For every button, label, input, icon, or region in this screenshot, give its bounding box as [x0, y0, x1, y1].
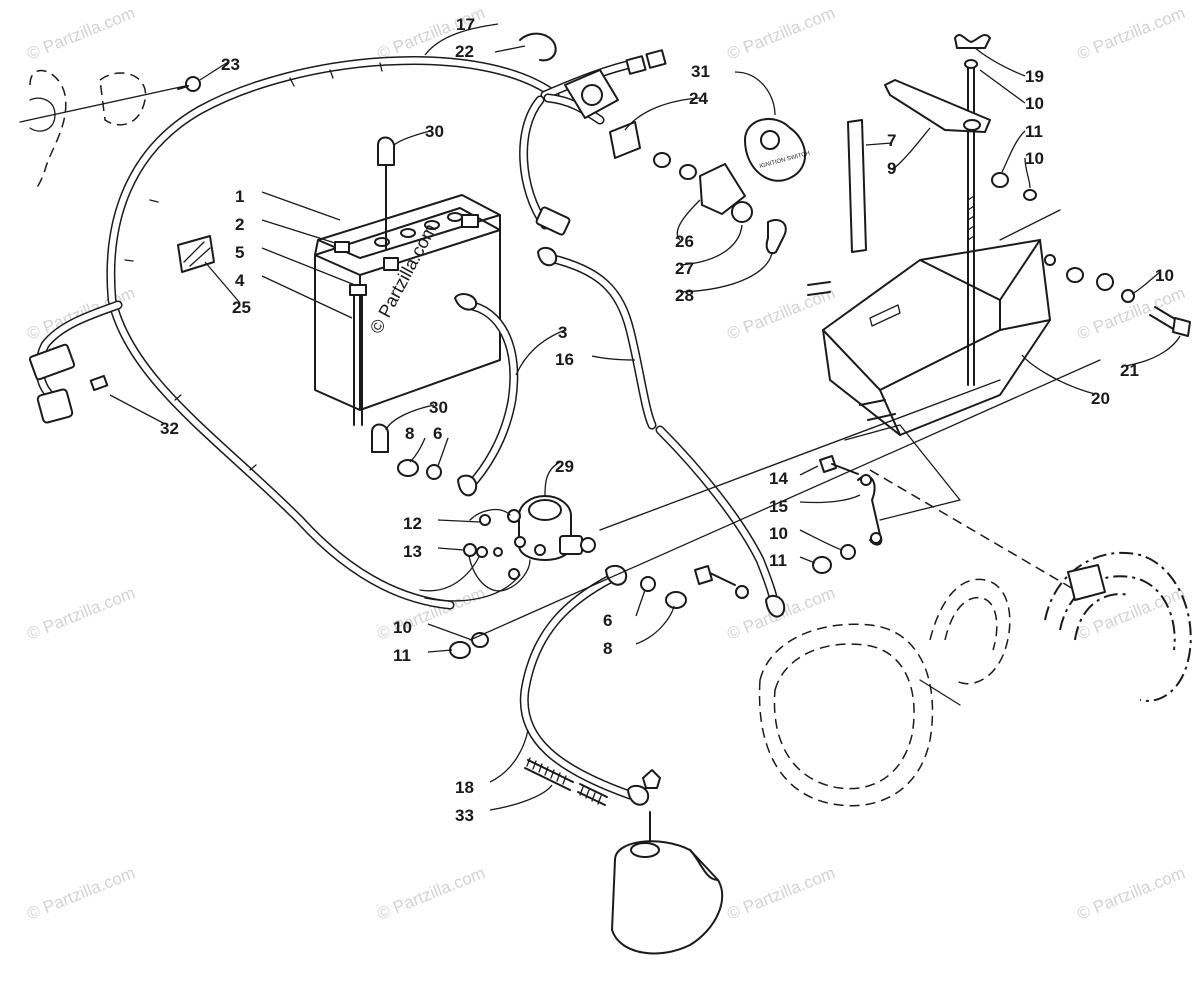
callout-32: 32 — [160, 419, 179, 438]
callout-33: 33 — [455, 806, 474, 825]
battery-box — [807, 239, 1056, 436]
callout-30: 30 — [429, 398, 448, 417]
callout-7: 7 — [887, 131, 896, 150]
watermark-text: © Partzilla.com — [724, 283, 837, 344]
reference-lines — [469, 209, 1101, 641]
battery: © Partzilla.com — [314, 194, 501, 426]
watermark-text: © Partzilla.com — [24, 583, 137, 644]
callout-11: 11 — [1025, 122, 1043, 141]
callout-6: 6 — [603, 611, 612, 630]
callout-16: 16 — [555, 350, 574, 369]
callout-11: 11 — [393, 646, 411, 665]
battery-strap — [847, 119, 867, 253]
callout-15: 15 — [769, 497, 788, 516]
callout-19: 19 — [1025, 67, 1044, 86]
callout-29: 29 — [555, 457, 574, 476]
hardware-upper-right — [991, 172, 1037, 201]
callout-10: 10 — [1025, 149, 1044, 168]
harness-clamp — [519, 32, 557, 62]
callout-8: 8 — [603, 639, 612, 658]
callout-14: 14 — [769, 469, 788, 488]
watermark-text: © Partzilla.com — [724, 3, 837, 64]
callout-4: 4 — [235, 271, 245, 290]
callout-30: 30 — [425, 122, 444, 141]
ignition-switch — [564, 69, 787, 255]
callout-12: 12 — [403, 514, 422, 533]
battery-holddown — [884, 33, 991, 386]
callout-5: 5 — [235, 243, 244, 262]
hardware-nut-washer-lower-left — [449, 632, 489, 659]
callout-10: 10 — [1025, 94, 1044, 113]
hardware-nut-washer-upper — [397, 459, 442, 480]
solenoid-wires — [463, 508, 531, 592]
watermark-text: © Partzilla.com — [24, 3, 137, 64]
cable-sleeve — [524, 757, 608, 806]
callout-10: 10 — [769, 524, 788, 543]
callout-21: 21 — [1120, 361, 1139, 380]
callout-28: 28 — [675, 286, 694, 305]
watermark-text: © Partzilla.com — [724, 863, 837, 924]
callout-8: 8 — [405, 424, 414, 443]
callout-20: 20 — [1091, 389, 1110, 408]
positive-cable — [454, 293, 519, 497]
ground-cable — [519, 564, 650, 806]
mounting-bracket — [812, 455, 883, 574]
harness-clip-bracket — [19, 69, 201, 191]
callout-25: 25 — [232, 298, 251, 317]
callout-31: 31 — [691, 62, 710, 81]
watermark-text: © Partzilla.com — [1074, 863, 1187, 924]
callout-23: 23 — [221, 55, 240, 74]
ground-bolt — [694, 565, 749, 599]
battery-box-bolt — [1066, 267, 1191, 337]
callout-13: 13 — [403, 542, 422, 561]
negative-cable — [537, 246, 786, 618]
callout-10: 10 — [393, 618, 412, 637]
callout-17: 17 — [456, 15, 475, 34]
ignition-decal: IGNITION SWITCH — [744, 118, 811, 182]
callout-24: 24 — [689, 89, 708, 108]
terminal-cover-top — [377, 136, 395, 251]
hardware-nut-washer-right — [640, 576, 687, 609]
callout-11: 11 — [769, 551, 787, 570]
terminal-cover-lower — [371, 423, 389, 453]
callout-27: 27 — [675, 259, 694, 278]
callout-22: 22 — [455, 42, 474, 61]
starter-solenoid — [507, 495, 596, 561]
watermark-text: © Partzilla.com — [24, 863, 137, 924]
engine-outline — [758, 551, 1192, 807]
leader-lines — [109, 23, 1181, 811]
callout-10: 10 — [1155, 266, 1174, 285]
callout-6: 6 — [433, 424, 442, 443]
watermark-text: © Partzilla.com — [374, 863, 487, 924]
harness-connectors — [28, 49, 667, 424]
callout-26: 26 — [675, 232, 694, 251]
callout-1: 1 — [235, 187, 244, 206]
watermark-text: © Partzilla.com — [1074, 3, 1187, 64]
starter-motor — [611, 769, 724, 955]
callout-18: 18 — [455, 778, 474, 797]
callout-9: 9 — [887, 159, 896, 178]
callout-3: 3 — [558, 323, 567, 342]
callout-2: 2 — [235, 215, 244, 234]
